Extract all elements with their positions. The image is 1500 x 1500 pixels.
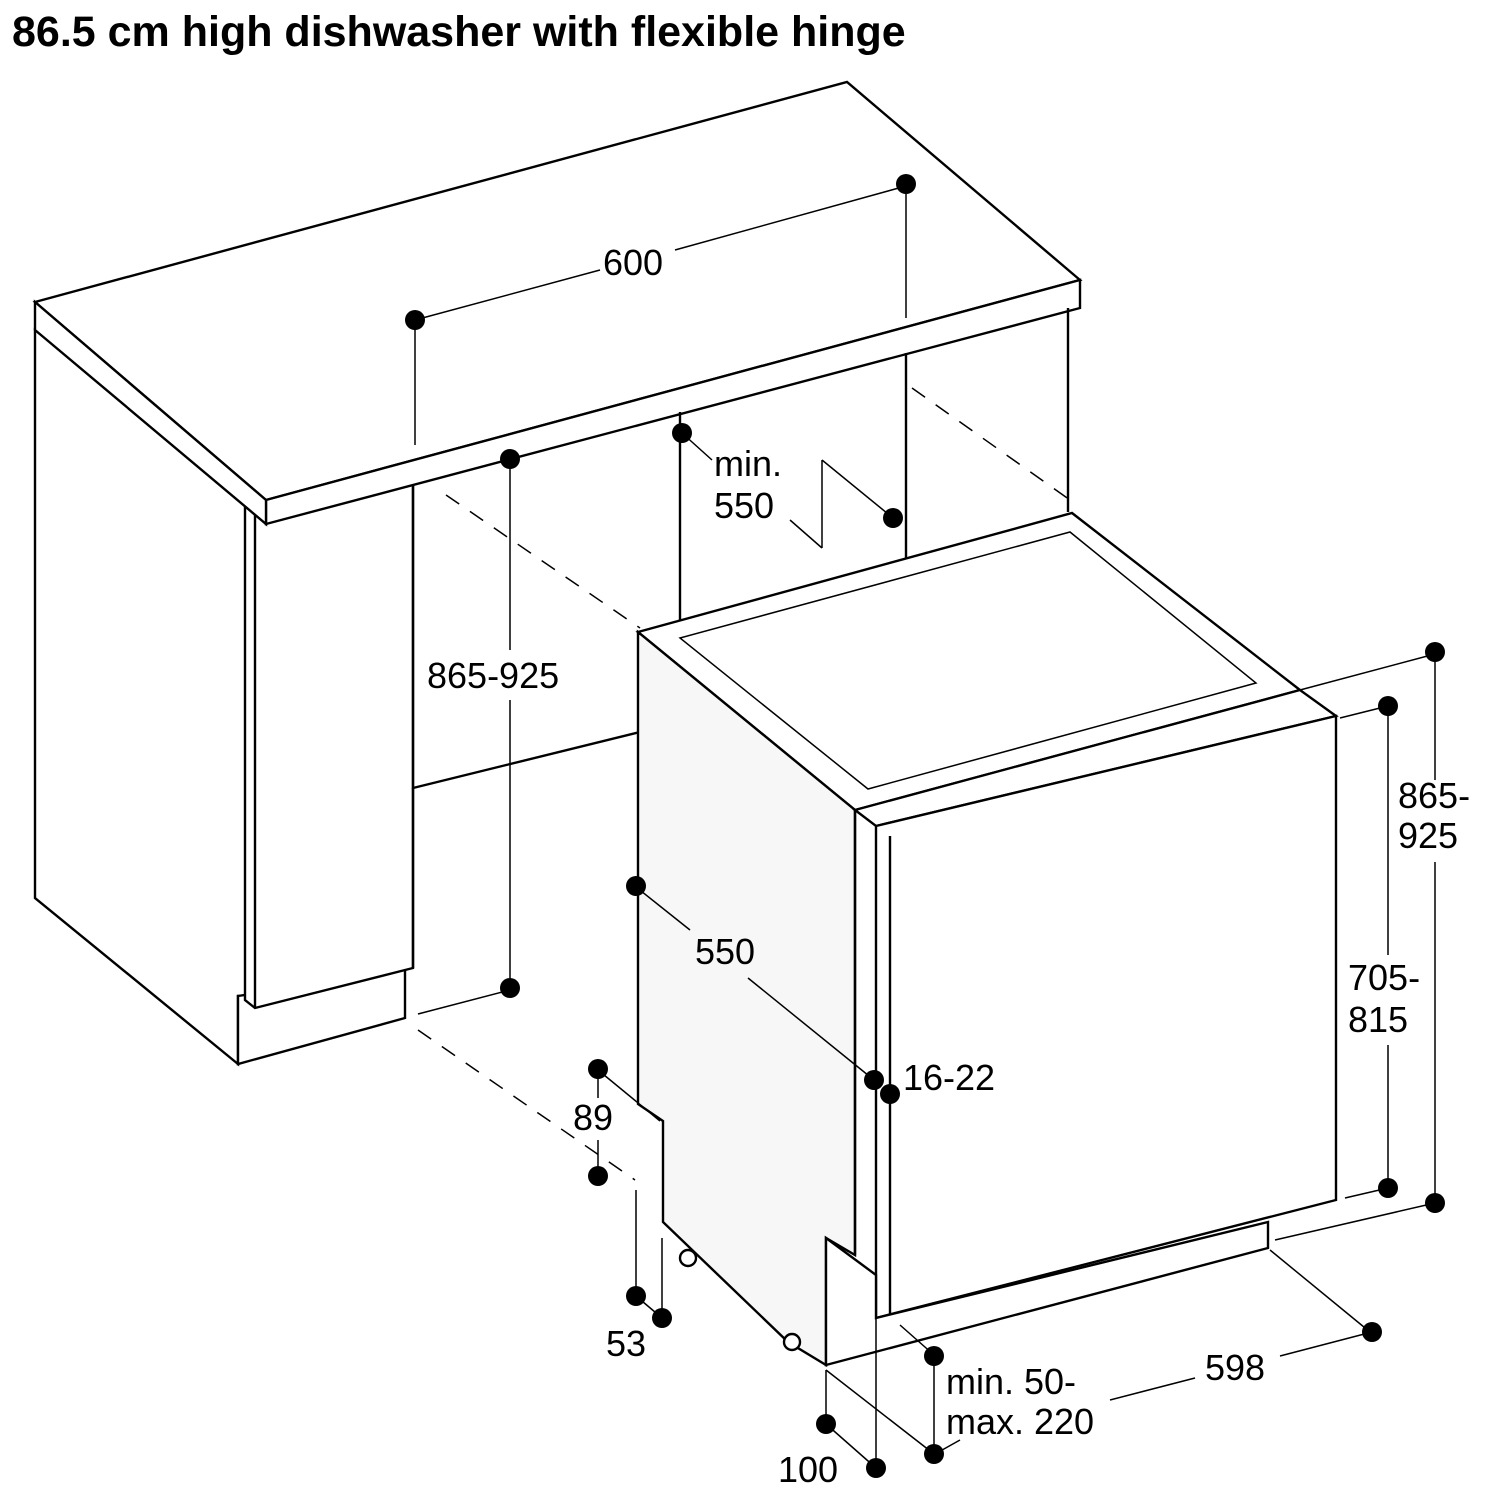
dim-dot-width-right — [1362, 1322, 1382, 1342]
label-niche-depth-min-1: min. — [714, 443, 782, 484]
ext-line-width-right — [1269, 1249, 1371, 1333]
dim-dot-plinth-height-top — [588, 1059, 608, 1079]
dim-dot-min550-rear — [672, 423, 692, 443]
dim-dot-plinth-depth-top — [924, 1346, 944, 1366]
label-niche-height: 865-925 — [427, 655, 559, 696]
dim-dot-min550-front — [883, 508, 903, 528]
hidden-line-base-left — [417, 1029, 636, 1181]
label-door-gap: 16-22 — [903, 1057, 995, 1098]
dishwasher-plinth — [824, 1220, 1270, 1367]
dishwasher-door — [874, 714, 1338, 1320]
dim-line-600-a — [414, 269, 601, 321]
dim-line-app-depth-a — [635, 886, 691, 931]
dim-dot-niche-height-top — [500, 449, 520, 469]
dimension-lines — [405, 174, 1445, 1478]
label-plinth-depth-2: max. 220 — [946, 1401, 1094, 1442]
dim-dot-door-top — [1378, 696, 1398, 716]
dim-line-app-depth-b — [747, 977, 875, 1081]
label-plinth-depth-1: min. 50- — [946, 1361, 1076, 1402]
label-niche-width: 600 — [603, 242, 663, 283]
dim-line-projection — [825, 1423, 877, 1469]
dim-dot-app-height-top — [1425, 642, 1445, 662]
dim-dot-offset-right — [652, 1308, 672, 1328]
kitchen-cabinet — [32, 80, 1083, 1181]
dim-line-600-b — [674, 185, 907, 251]
dim-dot-app-depth-rear — [626, 876, 646, 896]
dim-line-min550-b — [789, 519, 823, 549]
ext-line-app-height-top — [1299, 653, 1436, 691]
dim-dot-door-bottom — [1378, 1178, 1398, 1198]
dim-dot-offset-left — [626, 1286, 646, 1306]
dim-dot-projection-right — [866, 1458, 886, 1478]
dim-dot-600-left — [405, 310, 425, 330]
dim-line-min550-c — [821, 459, 894, 519]
worktop-left-edge — [33, 299, 268, 527]
dim-line-width-a — [1279, 1331, 1373, 1357]
dim-line-width-b — [1109, 1377, 1196, 1401]
label-appliance-width: 598 — [1205, 1347, 1265, 1388]
label-plinth-height: 89 — [573, 1097, 613, 1138]
hidden-line-floor-right — [911, 387, 1071, 501]
cabinet-front-panel — [243, 483, 415, 1010]
ext-line-plinth-top — [597, 1069, 661, 1122]
dim-dot-projection-left — [816, 1414, 836, 1434]
label-appliance-height-2: 925 — [1398, 815, 1458, 856]
dim-dot-plinth-height-bottom — [588, 1166, 608, 1186]
dishwasher — [635, 511, 1339, 1368]
dim-dot-app-height-bottom — [1425, 1193, 1445, 1213]
label-appliance-height-1: 865- — [1398, 775, 1470, 816]
ext-line-app-height-bottom — [1274, 1202, 1436, 1241]
dim-dot-app-depth-front — [864, 1070, 884, 1090]
label-door-height-2: 815 — [1348, 999, 1408, 1040]
ext-line-base-diagonal — [825, 1369, 935, 1455]
dishwasher-top-inset — [678, 531, 1258, 790]
label-door-height-1: 705- — [1348, 957, 1420, 998]
dim-dot-600-right — [896, 174, 916, 194]
dim-dot-door-gap — [880, 1084, 900, 1104]
dishwasher-foot-rear — [782, 1332, 802, 1352]
label-plinth-offset: 53 — [606, 1323, 646, 1364]
niche-back-wall — [411, 485, 641, 790]
label-door-projection: 100 — [778, 1449, 838, 1490]
label-appliance-depth: 550 — [695, 931, 755, 972]
label-niche-depth-min-2: 550 — [714, 485, 774, 526]
ext-line-niche-floor — [417, 989, 511, 1015]
dim-dot-niche-height-bottom — [500, 978, 520, 998]
dimension-labels: 600 min. 550 865-925 865- 925 705- 815 5… — [427, 242, 1470, 1490]
diagram-title: 86.5 cm high dishwasher with flexible hi… — [12, 8, 906, 56]
dishwasher-foot-front — [678, 1248, 698, 1268]
hidden-line-floor-left — [445, 494, 641, 629]
